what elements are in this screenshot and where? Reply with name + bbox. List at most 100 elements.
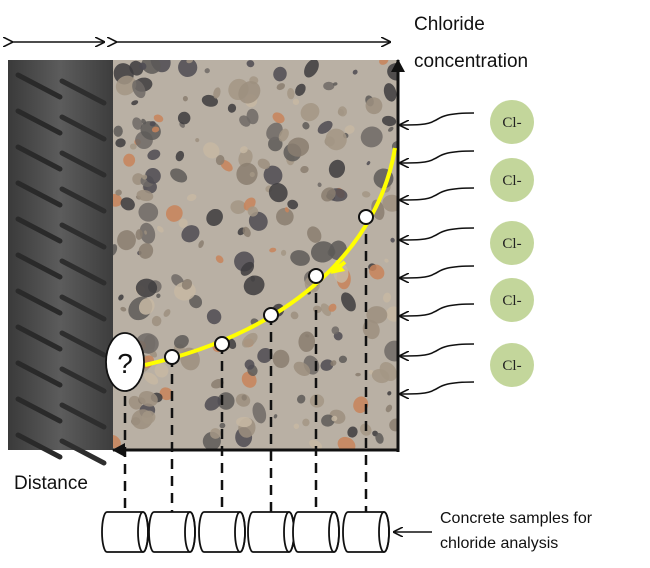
rebar-rib xyxy=(59,222,107,250)
aggregate-stone xyxy=(311,241,335,263)
aggregate-stone xyxy=(131,100,139,106)
rebar-rib xyxy=(59,366,107,394)
aggregate-stone xyxy=(302,122,310,130)
aggregate-stone xyxy=(140,121,161,141)
rebar-rib xyxy=(59,402,107,430)
aggregate-stone xyxy=(198,240,204,249)
rebar-rib xyxy=(15,144,63,172)
aggregate-stone xyxy=(139,222,156,244)
rebar-rib xyxy=(15,324,63,352)
aggregate-stone xyxy=(361,191,371,198)
aggregate-stone xyxy=(317,120,333,134)
aggregate-stone xyxy=(331,326,340,335)
y-axis-label-line1: Chloride xyxy=(414,14,485,35)
chloride-ion-label: Cl- xyxy=(502,173,521,189)
aggregate-stone xyxy=(145,167,161,184)
aggregate-stone xyxy=(278,128,289,142)
aggregate-stone xyxy=(120,197,135,211)
rebar-rib xyxy=(59,258,107,286)
ingress-arrow xyxy=(400,265,475,278)
aggregate-stone xyxy=(201,94,218,107)
aggregate-stone xyxy=(241,332,258,348)
aggregate-stone xyxy=(117,230,136,251)
aggregate-stone xyxy=(344,125,355,134)
aggregate-stone xyxy=(387,391,392,396)
aggregate-stone xyxy=(268,136,283,152)
measured-point xyxy=(214,336,230,352)
aggregate-stone xyxy=(280,249,287,256)
aggregate-stone xyxy=(206,309,222,325)
aggregate-stone xyxy=(151,315,162,327)
aggregate-stone xyxy=(213,87,221,99)
aggregate-stone xyxy=(307,226,322,243)
chloride-ion-label: Cl- xyxy=(502,293,521,309)
aggregate-stone xyxy=(321,187,336,202)
aggregate-stone xyxy=(115,189,122,196)
aggregate-stone xyxy=(165,205,183,222)
aggregate-stone xyxy=(241,394,247,401)
aggregate-stone xyxy=(257,158,270,170)
aggregate-stone xyxy=(276,83,286,91)
aggregate-stone xyxy=(300,102,320,122)
aggregate-stone xyxy=(135,278,158,298)
aggregate-stone xyxy=(360,126,383,148)
aggregate-stone xyxy=(230,200,247,214)
aggregate-stone xyxy=(385,404,393,413)
aggregate-stone xyxy=(320,303,332,317)
aggregate-stone xyxy=(204,68,210,74)
aggregate-stone xyxy=(244,359,255,370)
aggregate-stone xyxy=(141,410,156,424)
aggregate-stone xyxy=(154,363,169,378)
aggregate-stone xyxy=(181,278,193,290)
aggregate-stone xyxy=(300,165,309,174)
aggregate-stone xyxy=(298,331,316,352)
chloride-ion: Cl- xyxy=(490,100,534,144)
ingress-arrow xyxy=(400,150,475,163)
aggregate-stone xyxy=(153,114,164,123)
aggregate-stone xyxy=(215,154,225,166)
aggregate-stone xyxy=(272,349,290,369)
unknown-concentration-label: ? xyxy=(117,348,133,379)
aggregate-stone xyxy=(257,347,273,363)
aggregate-stone xyxy=(302,418,310,427)
aggregate-stone xyxy=(239,146,248,154)
aggregate-stone xyxy=(317,182,322,188)
aggregate-stone xyxy=(290,311,299,320)
concrete-sample-cylinder xyxy=(247,511,295,553)
aggregate-stone xyxy=(384,340,398,362)
concrete-sample-cylinder xyxy=(292,511,340,553)
ingress-arrow xyxy=(400,112,475,125)
aggregate-stone xyxy=(129,143,137,150)
aggregate-stone xyxy=(338,106,347,117)
rebar-rib xyxy=(15,288,63,316)
aggregate-stone xyxy=(341,292,356,312)
aggregate-stone xyxy=(371,199,385,220)
aggregate-stone xyxy=(178,60,198,77)
rebar-rib xyxy=(15,216,63,244)
aggregate-stone xyxy=(290,250,310,266)
chloride-ion-label: Cl- xyxy=(502,115,521,131)
aggregate-stone xyxy=(123,153,136,167)
aggregate-stone xyxy=(115,75,137,96)
aggregate-stone xyxy=(304,60,319,78)
rebar-rib xyxy=(15,108,63,136)
aggregate-stone xyxy=(186,60,194,64)
aggregate-stone xyxy=(246,60,255,68)
samples-label-line1: Concrete samples for xyxy=(440,510,593,527)
aggregate-stone xyxy=(272,112,285,124)
rebar-rib xyxy=(15,72,63,100)
aggregate-stone xyxy=(240,261,255,276)
ingress-arrow xyxy=(400,343,475,356)
rebar-rib xyxy=(15,432,63,460)
aggregate-stone xyxy=(287,137,310,157)
aggregate-stone xyxy=(147,149,161,161)
aggregate-stone xyxy=(383,83,397,102)
aggregate-stone xyxy=(113,125,123,137)
aggregate-stone xyxy=(209,428,221,439)
profile-arrowhead xyxy=(330,260,347,274)
aggregate-stone xyxy=(369,264,385,280)
aggregate-stone xyxy=(227,103,237,113)
ingress-arrow xyxy=(400,381,475,394)
aggregate-stone xyxy=(252,402,267,424)
